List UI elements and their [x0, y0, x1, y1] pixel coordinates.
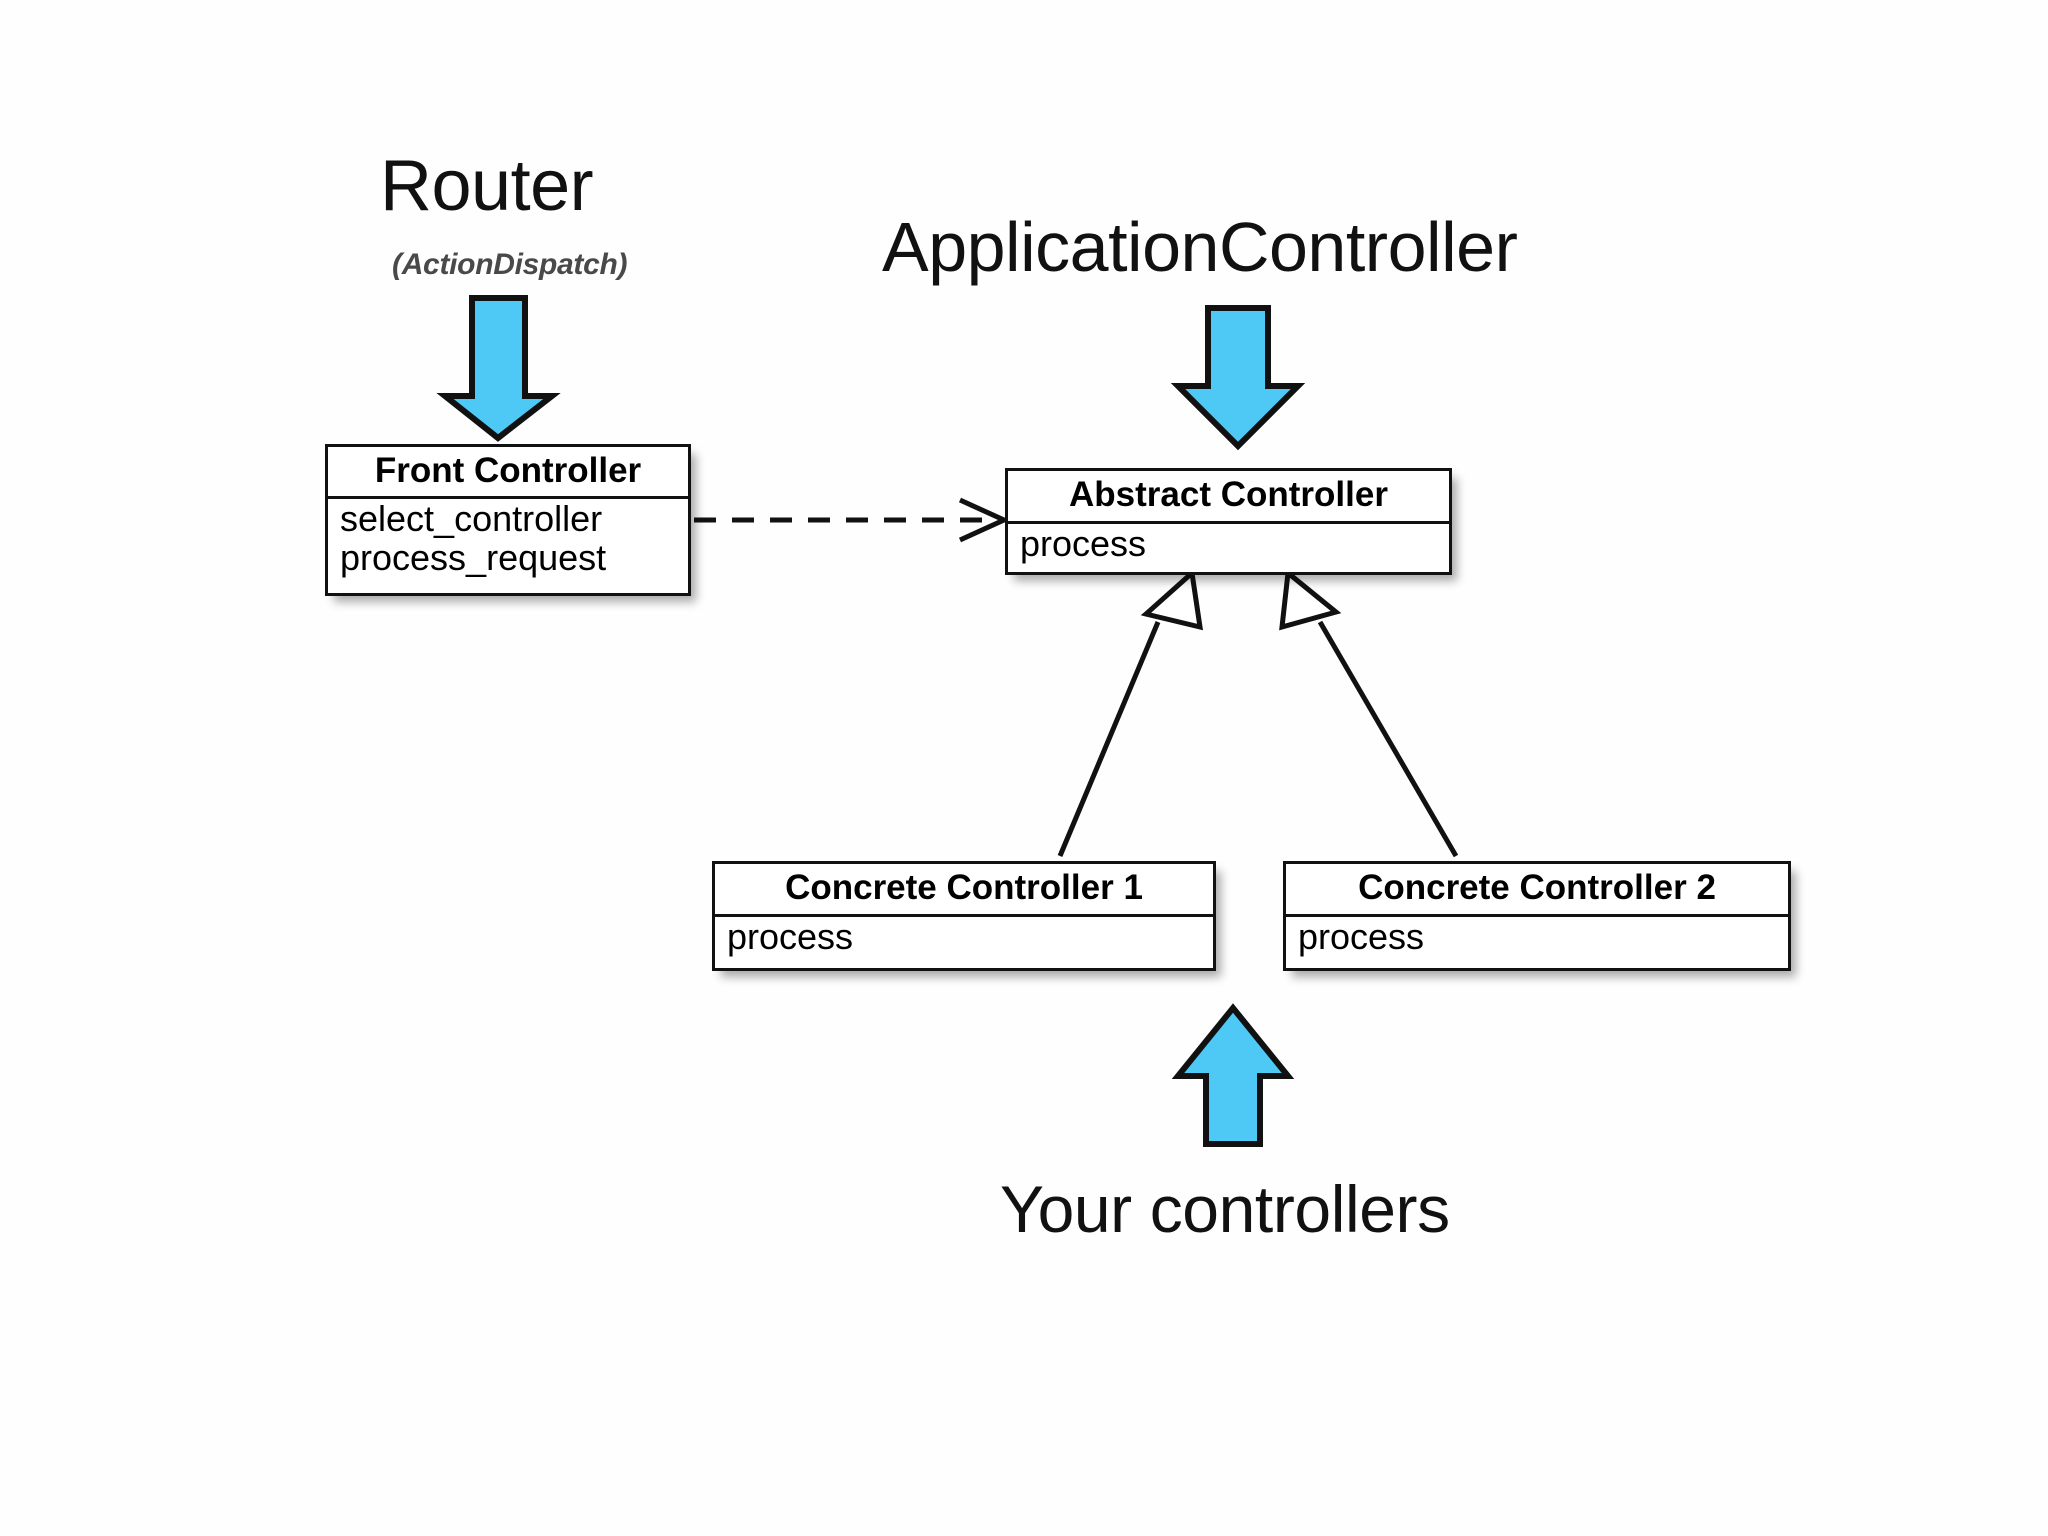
uml-class-title: Front Controller [328, 447, 688, 500]
generalization-connector-concrete1 [1057, 568, 1204, 857]
uml-class-members: process [715, 917, 1213, 961]
generalization-connector-concrete2 [1279, 568, 1459, 858]
uml-class-title: Abstract Controller [1008, 471, 1449, 525]
uml-member: process [1020, 523, 1147, 565]
uml-class-title: Concrete Controller 1 [715, 864, 1213, 918]
your-controllers-callout-title: Your controllers [1000, 1172, 1450, 1246]
uml-class-concrete-controller-1[interactable]: Concrete Controller 1 process [712, 861, 1216, 971]
uml-member: process [727, 916, 854, 958]
uml-class-concrete-controller-2[interactable]: Concrete Controller 2 process [1283, 861, 1791, 971]
uml-member: select_controller [340, 498, 603, 540]
uml-member: process_request [340, 537, 607, 579]
router-callout-subtitle: (ActionDispatch) [392, 248, 628, 281]
application-controller-block-arrow-icon [1170, 305, 1306, 451]
uml-class-members: process [1286, 917, 1788, 961]
uml-class-members: select_controller process_request [328, 499, 688, 582]
application-controller-callout-title: ApplicationController [882, 208, 1518, 286]
uml-member: process [1298, 916, 1425, 958]
uml-class-title: Concrete Controller 2 [1286, 864, 1788, 918]
dependency-connector-front-to-abstract [694, 497, 1011, 543]
router-callout-title: Router [380, 146, 594, 226]
your-controllers-block-arrow-icon [1171, 1003, 1295, 1147]
router-block-arrow-icon [436, 295, 561, 442]
uml-class-front-controller[interactable]: Front Controller select_controller proce… [325, 444, 691, 596]
uml-class-members: process [1008, 524, 1449, 568]
uml-class-abstract-controller[interactable]: Abstract Controller process [1005, 468, 1452, 575]
